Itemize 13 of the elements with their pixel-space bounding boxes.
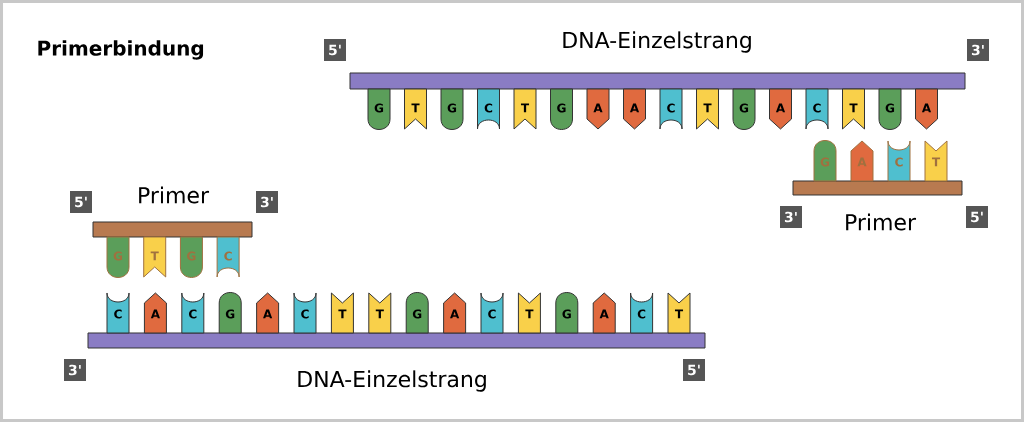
end-badge: 3' <box>967 39 989 61</box>
end-badge: 3' <box>256 191 278 213</box>
end-badge: 5' <box>324 39 346 61</box>
strand-label: DNA-Einzelstrang <box>563 31 751 53</box>
strand-label: Primer <box>846 213 917 231</box>
strand-label: DNA-Einzelstrang <box>298 370 486 392</box>
end-badge: 3' <box>64 359 86 381</box>
end-badge: 5' <box>70 191 92 213</box>
end-badge: 3' <box>780 206 802 228</box>
strand-label: Primer <box>139 186 210 204</box>
title: Primerbindung <box>38 40 204 60</box>
end-badge: 5' <box>966 206 988 228</box>
end-badge: 5' <box>683 359 705 381</box>
